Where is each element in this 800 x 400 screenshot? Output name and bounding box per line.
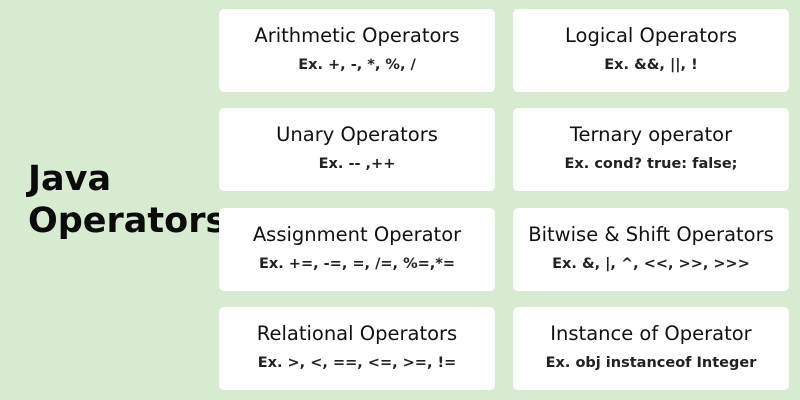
title-line-1: Java	[28, 159, 112, 199]
card-example: Ex. +, -, *, %, /	[298, 57, 416, 73]
card-heading: Assignment Operator	[252, 223, 462, 246]
card-heading: Relational Operators	[256, 322, 458, 345]
card-example: Ex. >, <, ==, <=, >=, !=	[257, 355, 457, 371]
title-line-2: Operators	[28, 201, 227, 241]
card-example: Ex. obj instanceof Integer	[545, 355, 757, 371]
card-heading: Logical Operators	[565, 24, 737, 47]
card-example: Ex. &, |, ^, <<, >>, >>>	[552, 256, 750, 272]
card-example: Ex. &&, ||, !	[604, 57, 698, 73]
card-example: Ex. cond? true: false;	[564, 156, 738, 172]
card-example: Ex. +=, -=, =, /=, %=,*=	[258, 256, 456, 272]
card-heading: Arithmetic Operators	[254, 24, 460, 47]
diagram-title: Java Operators	[28, 158, 226, 242]
card-example: Ex. -- ,++	[318, 156, 396, 172]
card-heading: Unary Operators	[276, 123, 438, 146]
card-heading: Bitwise & Shift Operators	[528, 223, 774, 246]
card-heading: Instance of Operator	[550, 322, 752, 345]
card-heading: Ternary operator	[569, 123, 733, 146]
